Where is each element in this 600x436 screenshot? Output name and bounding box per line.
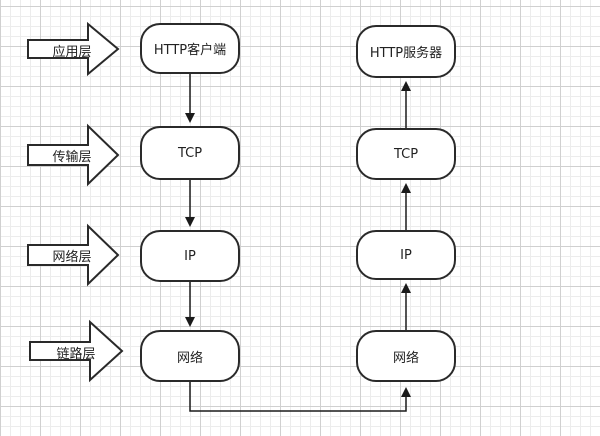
- layer-arrow-link: [29, 319, 124, 383]
- layer-arrow-application: [27, 21, 120, 77]
- node-tcp-client: TCP: [140, 126, 240, 180]
- layer-arrow-transport: [27, 123, 120, 187]
- node-net-client: 网络: [140, 330, 240, 382]
- node-ip-client: IP: [140, 230, 240, 282]
- layer-label-link: 链路层: [56, 347, 96, 362]
- node-ip-server: IP: [356, 230, 456, 280]
- node-tcp-server: TCP: [356, 128, 456, 180]
- edge-client-net-to-server-net: [189, 382, 411, 412]
- node-http-client: HTTP客户端: [140, 23, 240, 74]
- node-http-server: HTTP服务器: [356, 25, 456, 78]
- layer-label-application: 应用层: [52, 45, 92, 60]
- layer-arrow-network: [27, 223, 120, 287]
- layer-label-transport: 传输层: [52, 150, 92, 165]
- node-net-server: 网络: [356, 330, 456, 382]
- layer-label-network: 网络层: [52, 250, 92, 265]
